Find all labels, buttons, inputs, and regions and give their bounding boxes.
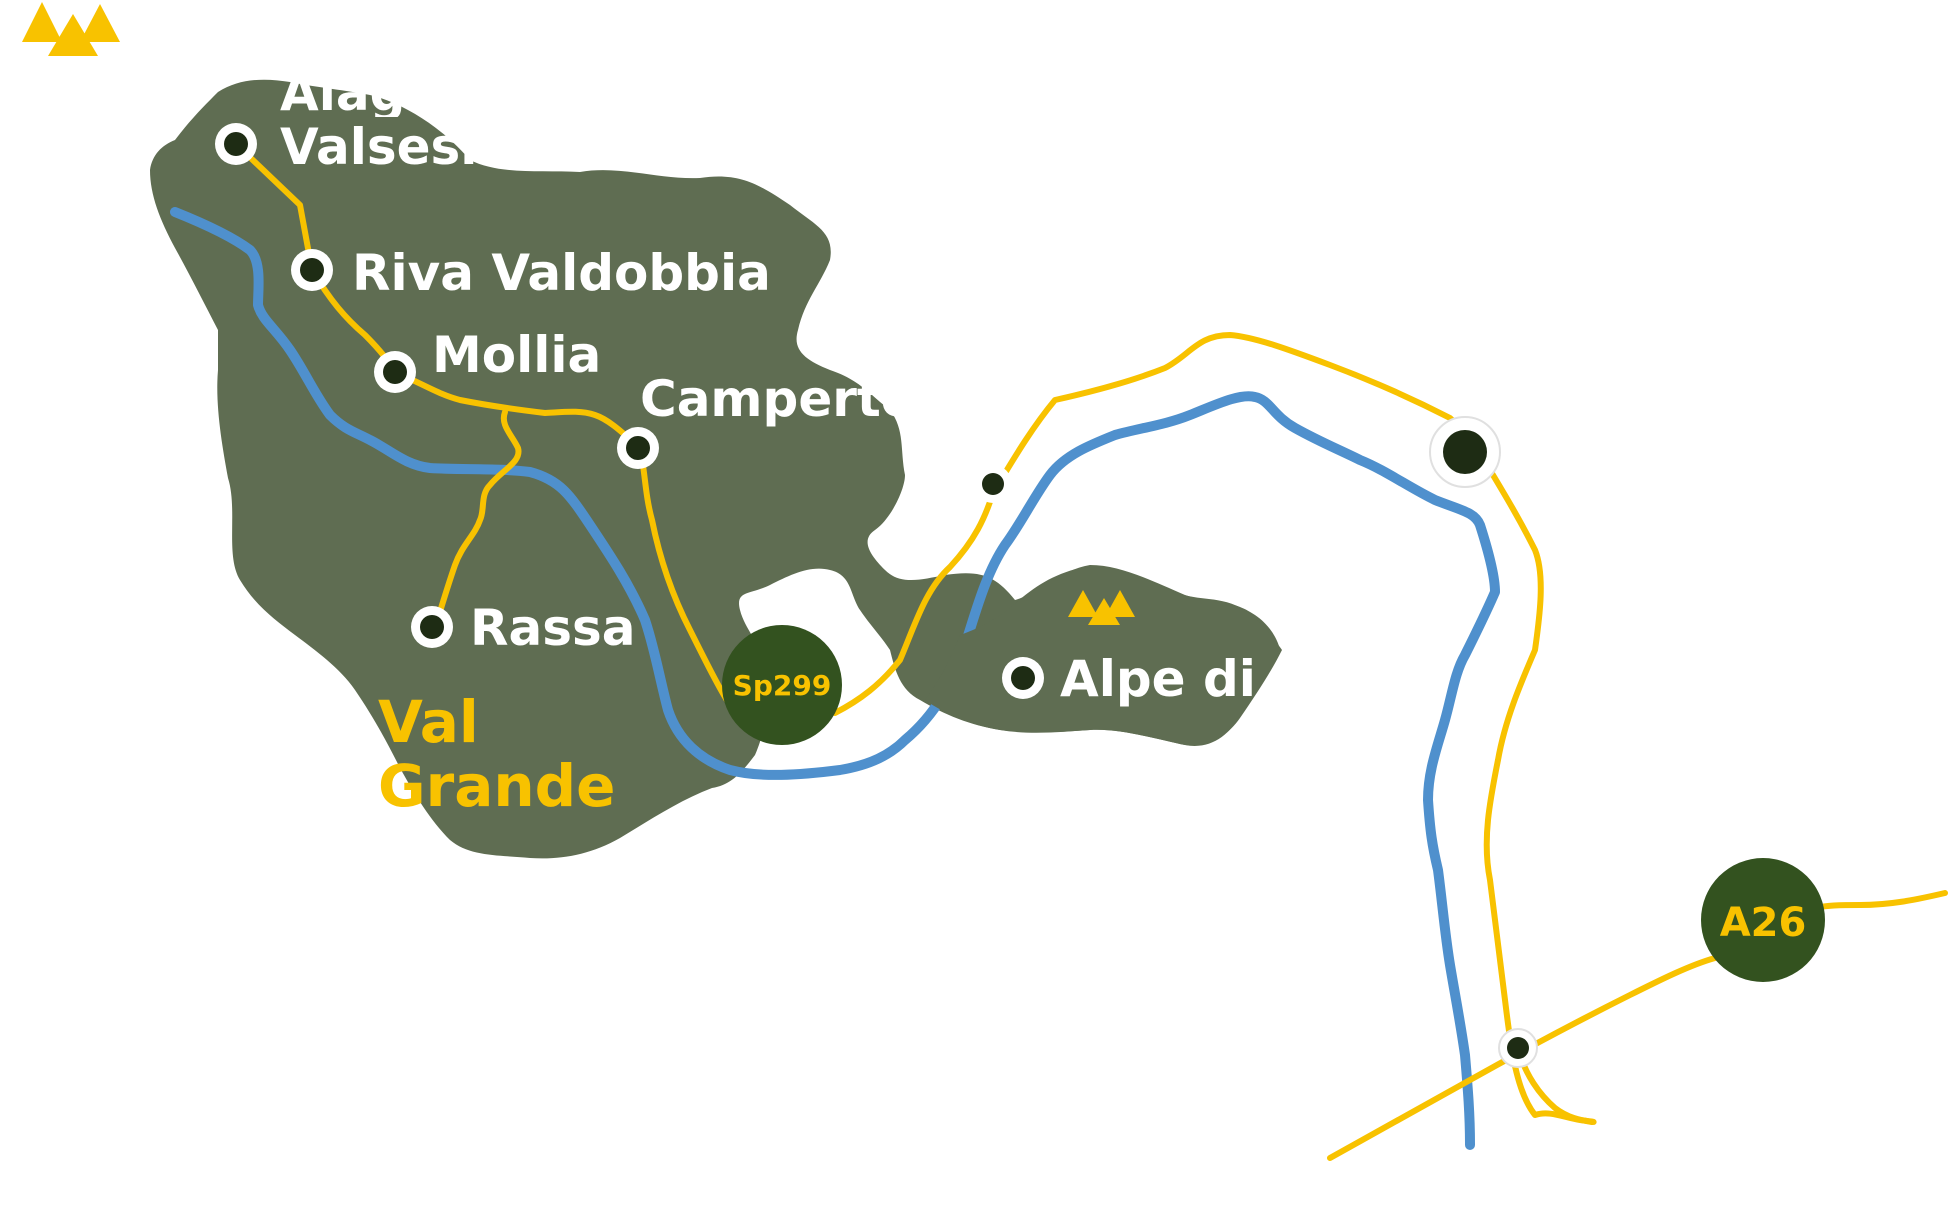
rassa-marker[interactable] (411, 606, 453, 648)
riva-valdobbia-label: Riva Valdobbia (352, 244, 771, 302)
corner-mountain-icon (22, 2, 120, 56)
south-road (1515, 1045, 1595, 1125)
varallo-marker[interactable] (1429, 416, 1501, 488)
campertogno-label: Campertogno (640, 370, 1021, 428)
a26-motorway (1327, 890, 1948, 1161)
a26-badge[interactable]: A26 (1701, 858, 1825, 982)
rassa-road (432, 409, 522, 631)
sesia-river (170, 207, 1500, 1150)
alagna-marker[interactable] (215, 123, 257, 165)
campertogno-marker[interactable] (617, 427, 659, 469)
sp299-label: Sp299 (733, 669, 832, 702)
val-grande-label-line1: Val (378, 688, 479, 756)
main-road (233, 141, 733, 708)
val-grande-label-line2: Grande (378, 752, 616, 820)
alagna-label: Alagna (280, 64, 475, 122)
val-grande-area (150, 79, 1280, 859)
alpe-mountain-icon (1068, 590, 1135, 625)
alpe-di-mera-area (925, 567, 1282, 746)
junction-marker[interactable] (1498, 1028, 1538, 1068)
scopa-marker[interactable] (974, 465, 1012, 503)
alpe-di-mera-label: Alpe di Mera (1060, 650, 1415, 708)
mollia-label: Mollia (432, 326, 601, 384)
valsesia-label: Valsesia (280, 118, 511, 176)
rassa-label: Rassa (470, 599, 636, 657)
a26-label: A26 (1720, 900, 1807, 946)
riva-valdobbia-marker[interactable] (291, 249, 333, 291)
alpe-di-mera-marker[interactable] (1002, 657, 1044, 699)
sp299-badge[interactable]: Sp299 (722, 625, 842, 745)
mollia-marker[interactable] (374, 351, 416, 393)
